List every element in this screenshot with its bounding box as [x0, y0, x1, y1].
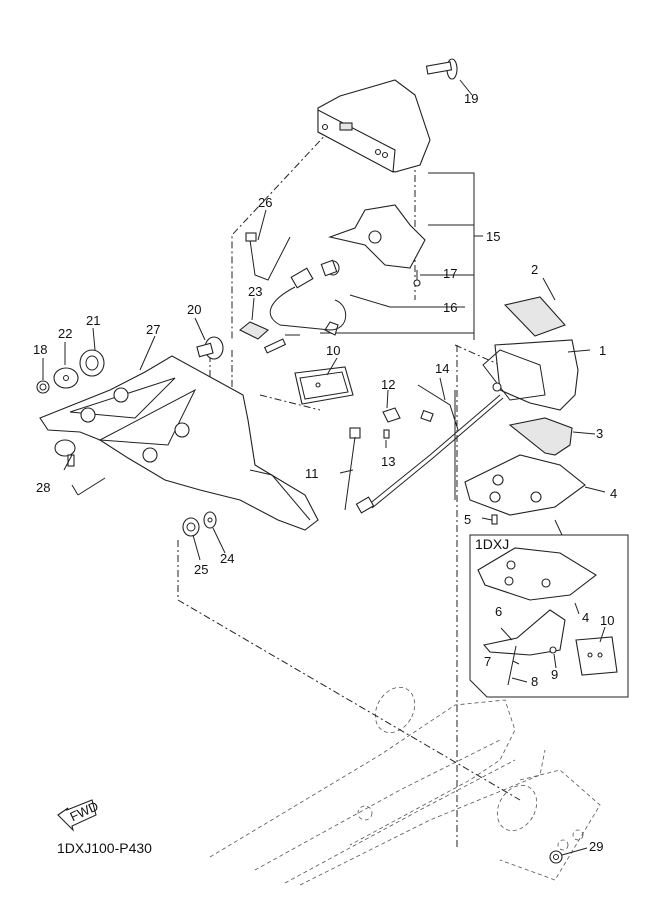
callout-10: 10	[326, 343, 340, 358]
part-5-screw	[491, 514, 498, 525]
leader-lines	[42, 209, 606, 683]
part-18-nut	[36, 380, 50, 394]
variant-label: 1DXJ	[475, 536, 509, 552]
part-10-reflector	[294, 366, 354, 405]
part-socket-wire	[263, 267, 347, 354]
inset-callout-7: 7	[484, 654, 491, 669]
callout-14: 14	[435, 361, 449, 376]
callout-1: 1	[599, 343, 606, 358]
callout-24: 24	[220, 551, 234, 566]
callout-27: 27	[146, 322, 160, 337]
callout-16: 16	[443, 300, 457, 315]
inset-callout-8: 8	[531, 674, 538, 689]
callout-19: 19	[464, 91, 478, 106]
forward-direction-arrow-icon: FWD	[57, 798, 101, 832]
part-14-band	[417, 384, 459, 431]
callout-11: 11	[305, 466, 319, 481]
callout-26: 26	[258, 195, 272, 210]
part-27-license-bracket	[39, 355, 319, 531]
part-22-washer	[53, 367, 79, 389]
part-15-tail-lens	[317, 79, 431, 173]
callout-5: 5	[464, 512, 471, 527]
callout-28: 28	[36, 480, 50, 495]
part-17-screw	[413, 270, 421, 287]
part-20-collar	[196, 336, 224, 360]
inset-callout-9: 9	[551, 667, 558, 682]
callout-23: 23	[248, 284, 262, 299]
callout-22: 22	[58, 326, 72, 341]
part-23-pad	[238, 321, 269, 340]
part-15-lamp-base	[324, 204, 426, 336]
callout-20: 20	[187, 302, 201, 317]
part-1-tail-light	[482, 339, 579, 411]
callout-29: 29	[589, 839, 603, 854]
part-2-gasket	[503, 296, 566, 337]
callout-bracket	[320, 172, 483, 340]
part-25-collar	[182, 517, 200, 537]
callout-labels: 19 15 17 16 26 23 20 21 22 27 18 28 25 2…	[33, 91, 617, 856]
callout-13: 13	[381, 454, 395, 469]
callout-4: 4	[610, 486, 617, 501]
reference-code: 1DXJ100-P430	[57, 840, 152, 856]
callout-12: 12	[381, 377, 395, 392]
callout-3: 3	[596, 426, 603, 441]
part-11-cable-tie	[344, 427, 361, 511]
part-28-bolt	[54, 439, 106, 496]
variant-inset-box	[469, 519, 629, 698]
callout-15: 15	[486, 229, 500, 244]
part-4-lamp-base	[464, 454, 586, 516]
inset-callout-6: 6	[495, 604, 502, 619]
inset-callout-4: 4	[582, 610, 589, 625]
callout-25: 25	[194, 562, 208, 577]
part-24-washer	[203, 511, 217, 529]
part-29-nut	[549, 847, 588, 864]
part-19-bolt	[425, 58, 473, 96]
callout-18: 18	[33, 342, 47, 357]
wire-harness	[355, 394, 504, 514]
part-16-bulb	[320, 259, 340, 277]
inset-callout-10: 10	[600, 613, 614, 628]
callout-17: 17	[443, 266, 457, 281]
part-26-cable-tie	[245, 232, 291, 281]
part-21-damper	[79, 349, 105, 377]
part-13-screw	[383, 429, 390, 439]
part-3-gasket	[508, 417, 573, 456]
part-12-clamp	[382, 407, 401, 423]
callout-2: 2	[531, 262, 538, 277]
rear-frame	[209, 686, 601, 886]
callout-21: 21	[86, 313, 100, 328]
